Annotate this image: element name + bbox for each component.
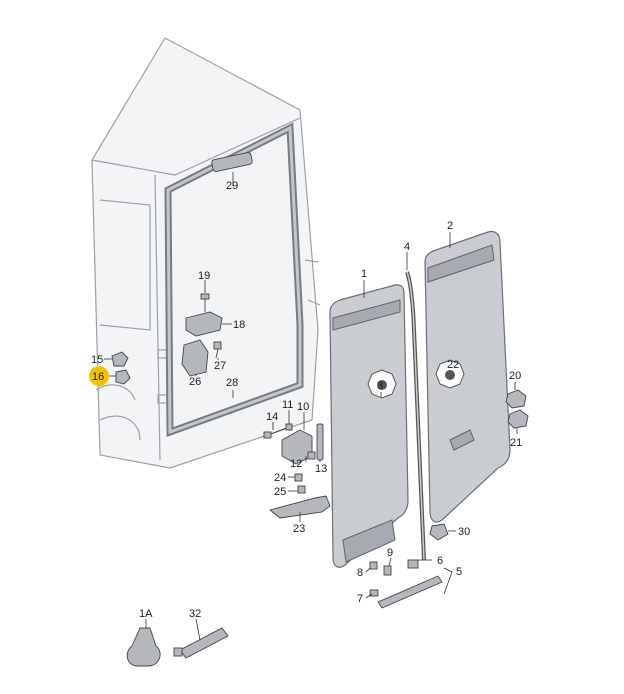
- label-21: 21: [510, 437, 522, 449]
- label-26: 26: [189, 376, 201, 388]
- label-6: 6: [437, 555, 443, 567]
- label-28: 28: [226, 377, 238, 389]
- label-14: 14: [266, 411, 278, 423]
- part-16: [115, 369, 131, 385]
- label-5: 5: [456, 566, 462, 578]
- door-handle: [269, 495, 331, 519]
- leader-lines: [104, 172, 518, 641]
- highlight-marker-16: [89, 366, 109, 386]
- label-9: 9: [387, 547, 393, 559]
- screw-24: [294, 473, 303, 482]
- bolt-19: [200, 293, 210, 312]
- hinge-upper: [185, 311, 223, 337]
- part-6: [407, 559, 419, 569]
- label-1a: 1A: [139, 608, 153, 620]
- screw-25: [297, 485, 306, 494]
- part-9: [383, 565, 392, 576]
- label-10: 10: [297, 401, 309, 413]
- bolt-27: [213, 341, 222, 359]
- callout-labels: 1 2 3 4 5 6 7 8 9 10 11 12 13 14 15 16 1…: [91, 180, 522, 620]
- part-15: [111, 351, 129, 367]
- door-right: [424, 230, 511, 523]
- label-27: 27: [214, 360, 226, 372]
- seal-strip: [405, 271, 426, 561]
- label-30: 30: [458, 526, 470, 538]
- adhesive-tube: [173, 627, 229, 659]
- third-brake-light: [211, 152, 253, 172]
- label-23: 23: [293, 523, 305, 535]
- label-20: 20: [509, 370, 521, 382]
- part-8: [369, 561, 378, 570]
- hinge-lower: [181, 339, 209, 377]
- door-left: [329, 284, 409, 568]
- label-2: 2: [447, 220, 453, 232]
- part-21: [507, 409, 529, 429]
- label-16: 16: [92, 371, 104, 383]
- label-32: 32: [189, 608, 201, 620]
- label-19: 19: [198, 270, 210, 282]
- part-20: [505, 389, 527, 409]
- label-7: 7: [357, 593, 363, 605]
- label-13: 13: [315, 463, 327, 475]
- label-11: 11: [282, 399, 293, 411]
- label-29: 29: [226, 180, 238, 192]
- label-4: 4: [404, 241, 410, 253]
- trim-strip: [377, 575, 443, 609]
- door-seal: [164, 122, 304, 437]
- part-7: [369, 589, 379, 597]
- label-15: 15: [91, 354, 103, 366]
- label-24: 24: [274, 472, 286, 484]
- label-8: 8: [357, 567, 363, 579]
- door-lock-assembly: [263, 423, 324, 465]
- label-12: 12: [290, 458, 302, 470]
- clip-30: [429, 523, 449, 541]
- label-1: 1: [361, 268, 367, 280]
- label-18: 18: [233, 319, 245, 331]
- label-3: 3: [377, 380, 383, 392]
- label-25: 25: [274, 486, 286, 498]
- label-22: 22: [447, 359, 459, 371]
- sealant-bottle: [126, 627, 161, 667]
